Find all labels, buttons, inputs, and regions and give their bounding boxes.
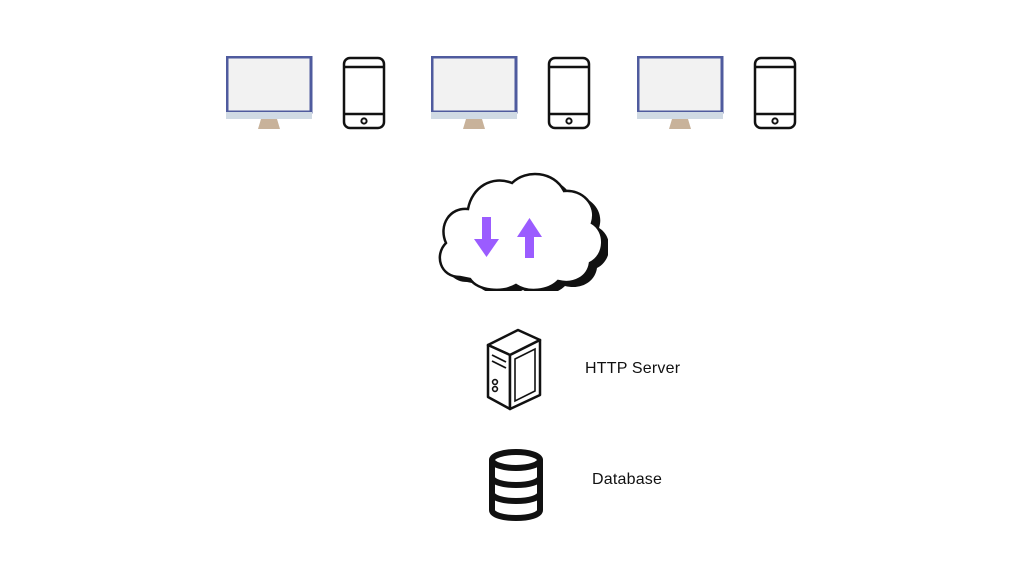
desktop-monitor-icon bbox=[226, 56, 313, 129]
server-tower-icon bbox=[486, 328, 542, 411]
desktop-monitor-icon bbox=[431, 56, 518, 129]
smartphone-icon bbox=[753, 56, 797, 130]
download-arrow-icon bbox=[474, 217, 499, 257]
database-label: Database bbox=[592, 471, 663, 488]
http-server-label: HTTP Server bbox=[585, 360, 681, 377]
smartphone-icon bbox=[342, 56, 386, 130]
smartphone-icon bbox=[547, 56, 591, 130]
cloud-icon bbox=[438, 172, 608, 291]
desktop-monitor-icon bbox=[637, 56, 724, 129]
database-icon bbox=[489, 449, 543, 521]
upload-arrow-icon bbox=[517, 218, 542, 258]
